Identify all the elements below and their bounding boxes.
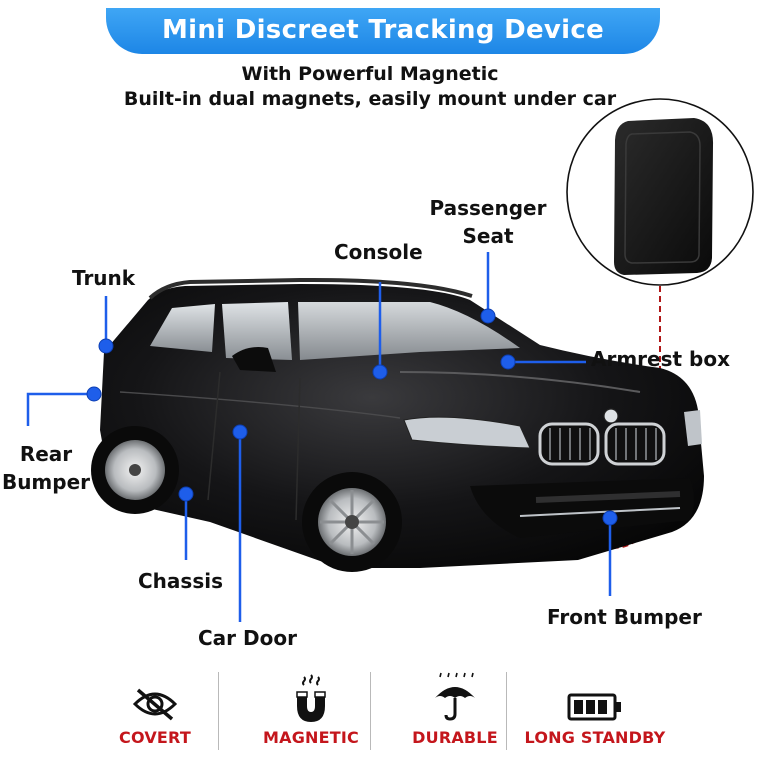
label-armrest-box: Armrest box [591,347,730,371]
pin-chassis [178,486,194,502]
feature-long-standby: LONG STANDBY [520,672,670,747]
feature-covert: COVERT [80,672,230,747]
tracker-device [614,118,714,275]
car-scene [26,98,754,622]
label-trunk: Trunk [72,266,136,290]
pin-car-door [232,424,248,440]
front-wheel [302,472,402,572]
label-rear-bumper-line1: Rear [19,442,73,466]
feature-label-covert: COVERT [119,728,191,747]
feature-label-durable: DURABLE [412,728,498,747]
location-pins [86,308,618,526]
feature-durable: DURABLE [380,672,530,747]
feature-label-long-standby: LONG STANDBY [524,728,666,747]
subtitle-line-2: Built-in dual magnets, easily mount unde… [123,88,617,110]
divider [370,672,371,750]
pin-front-bumper [602,510,618,526]
device-inset [566,98,754,286]
label-car-door: Car Door [198,626,297,650]
label-passenger-seat: Passenger Seat [420,196,556,248]
feature-label-magnetic: MAGNETIC [263,728,359,747]
eye-slash-icon [80,672,230,722]
magnet-icon [236,672,386,722]
leader-lines [26,252,612,622]
banner-title: Mini Discreet Tracking Device [161,15,605,45]
feature-magnetic: MAGNETIC [236,672,386,747]
divider [218,672,219,750]
label-front-bumper: Front Bumper [547,605,702,629]
pin-console [372,364,388,380]
label-rear-bumper: Rear Bumper [0,442,92,494]
suv-car [91,277,704,572]
umbrella-icon [380,672,530,722]
title-banner: Mini Discreet Tracking Device [106,8,660,54]
battery-icon [520,672,670,722]
rear-wheel [91,426,179,514]
pin-armrest-box [500,354,516,370]
divider [506,672,507,750]
pin-trunk [98,338,114,354]
label-passenger-seat-line2: Seat [462,224,514,248]
label-console: Console [334,240,423,264]
label-chassis: Chassis [138,569,223,593]
label-rear-bumper-line2: Bumper [1,470,91,494]
label-passenger-seat-line1: Passenger [429,196,547,220]
pin-passenger-seat [480,308,496,324]
pin-rear-bumper [86,386,102,402]
subtitle-line-1: With Powerful Magnetic [241,63,499,85]
